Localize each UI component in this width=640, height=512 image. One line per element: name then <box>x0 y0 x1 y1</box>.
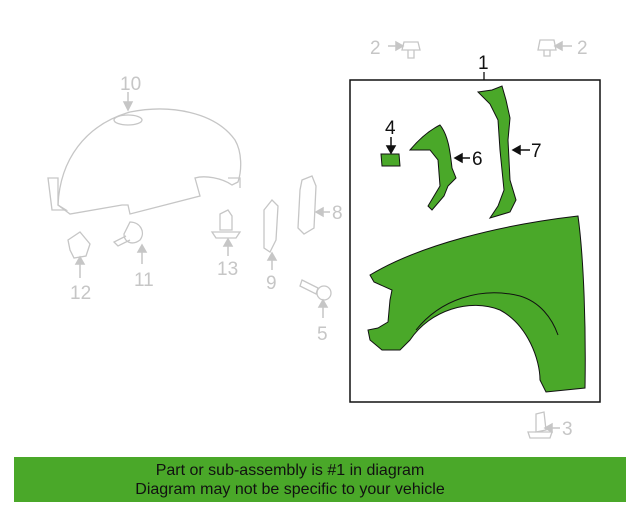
part-4-pad[interactable] <box>380 153 401 167</box>
assembly-box <box>349 79 601 403</box>
callout-3[interactable]: 3 <box>562 419 573 440</box>
callout-10[interactable]: 10 <box>120 74 141 95</box>
callout-5[interactable]: 5 <box>317 324 328 345</box>
banner-line-2: Diagram may not be specific to your vehi… <box>135 481 445 498</box>
callout-6[interactable]: 6 <box>472 149 483 170</box>
part-2-clip-right[interactable] <box>537 39 557 57</box>
part-1-fender[interactable] <box>367 215 586 393</box>
callout-7[interactable]: 7 <box>531 141 542 162</box>
part-10-fender-liner[interactable] <box>57 108 242 215</box>
part-5-bolt[interactable] <box>299 279 319 295</box>
highlighted-parts <box>367 85 586 393</box>
part-12-retainer[interactable] <box>67 231 91 259</box>
callout-8[interactable]: 8 <box>332 203 343 224</box>
callout-12[interactable]: 12 <box>70 283 91 304</box>
callout-9[interactable]: 9 <box>266 273 277 294</box>
inactive-parts <box>47 39 557 439</box>
part-9-seal[interactable] <box>263 199 279 253</box>
info-banner: Part or sub-assembly is #1 in diagram Di… <box>14 457 626 502</box>
part-7-bracket[interactable] <box>476 85 517 219</box>
callout-4[interactable]: 4 <box>385 118 396 139</box>
callout-2-left[interactable]: 2 <box>370 38 381 59</box>
part-2-clip-left[interactable] <box>401 41 421 59</box>
part-6-bracket[interactable] <box>408 124 457 211</box>
callout-13[interactable]: 13 <box>217 259 238 280</box>
callout-arrows-active <box>385 137 530 164</box>
part-8-bracket[interactable] <box>297 175 317 235</box>
banner-line-1: Part or sub-assembly is #1 in diagram <box>155 462 425 479</box>
part-13-clip[interactable] <box>210 209 242 239</box>
callout-1[interactable]: 1 <box>478 53 489 74</box>
callout-11[interactable]: 11 <box>134 270 154 291</box>
callout-2-right[interactable]: 2 <box>577 38 588 59</box>
part-11-pushpin[interactable] <box>112 221 144 247</box>
part-3-bolt[interactable] <box>527 411 553 439</box>
callout-arrows-inactive <box>74 40 572 434</box>
